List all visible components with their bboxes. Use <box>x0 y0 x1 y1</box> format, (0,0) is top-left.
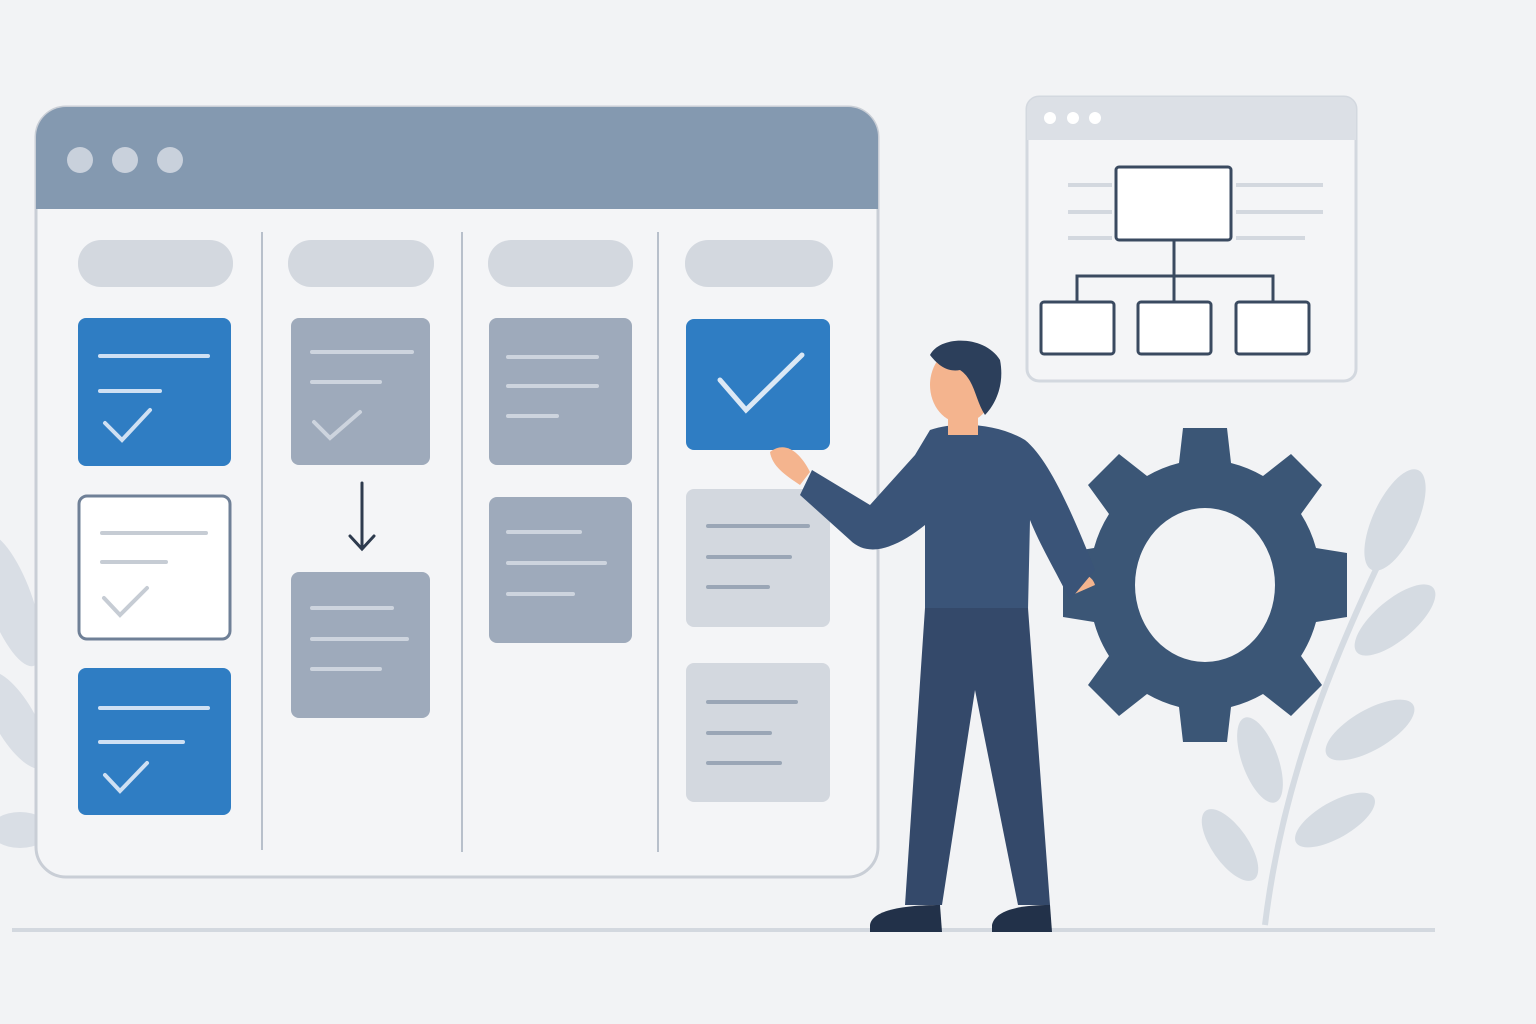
check-icon <box>312 410 362 441</box>
task-card[interactable] <box>78 668 231 815</box>
task-card[interactable] <box>77 494 232 641</box>
hierarchy-diagram-icon <box>1039 165 1311 356</box>
task-card[interactable] <box>78 318 231 466</box>
kanban-window <box>34 105 880 879</box>
column-headers <box>78 240 833 287</box>
task-card[interactable] <box>291 318 430 465</box>
plant-right <box>1201 469 1436 926</box>
task-card[interactable] <box>291 572 430 718</box>
task-card[interactable] <box>686 663 830 802</box>
task-card[interactable] <box>489 318 632 465</box>
check-icon <box>717 352 805 414</box>
check-icon <box>103 761 149 794</box>
check-icon <box>102 586 149 618</box>
person-figure <box>770 340 1095 932</box>
column-header-4 <box>685 240 833 287</box>
window-dots-icon[interactable] <box>67 147 183 173</box>
column-header-1 <box>78 240 233 287</box>
task-card[interactable] <box>686 489 830 627</box>
column-header-3 <box>488 240 633 287</box>
column-header-2 <box>288 240 434 287</box>
check-icon <box>103 408 152 443</box>
hierarchy-window <box>1025 95 1358 383</box>
task-card[interactable] <box>489 497 632 643</box>
column-dividers <box>261 232 659 852</box>
gear-icon <box>1063 428 1347 742</box>
task-card[interactable] <box>686 319 830 450</box>
arrow-down-icon <box>348 481 376 552</box>
